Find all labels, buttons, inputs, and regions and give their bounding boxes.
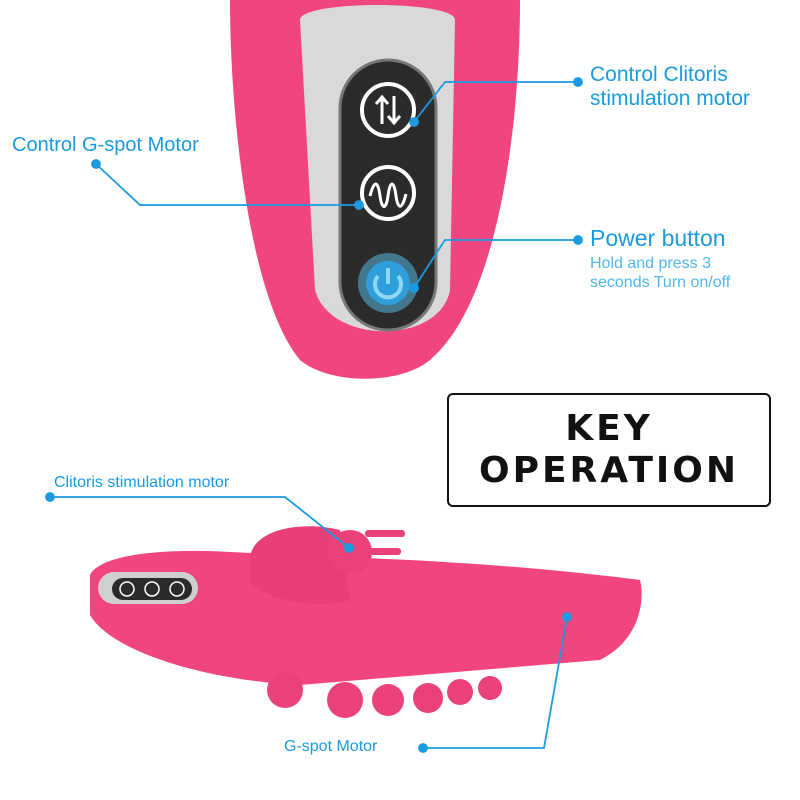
power-icon[interactable] xyxy=(358,253,418,313)
key-operation-title: KEY OPERATION xyxy=(447,393,771,507)
power-button-label: Power button xyxy=(590,225,726,251)
power-button-desc-1: Hold and press 3 xyxy=(590,255,711,272)
device-full-view xyxy=(90,526,642,718)
wave-icon[interactable] xyxy=(360,165,416,221)
up-down-arrows-icon[interactable] xyxy=(360,82,416,138)
power-button-callout: Power button Hold and press 3 seconds Tu… xyxy=(590,226,730,292)
clitoris-motor-label: Clitoris stimulation motor xyxy=(54,474,230,491)
gspot-motor-label: G-spot Motor xyxy=(284,738,378,755)
gspot-control-label: Control G-spot Motor xyxy=(12,134,199,156)
power-button-desc-2: seconds Turn on/off xyxy=(590,274,731,291)
clitoris-control-label: Control Clitoris stimulation motor xyxy=(590,63,750,110)
